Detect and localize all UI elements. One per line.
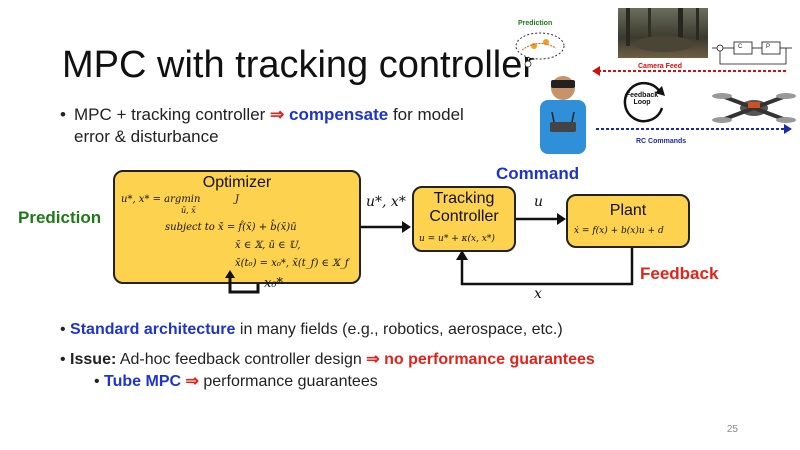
top-bullet-line2: error & disturbance xyxy=(74,127,219,146)
bullet-issue: • Issue: Ad-hoc feedback controller desi… xyxy=(60,350,595,370)
objective-sub: ū, x̄ xyxy=(181,206,196,215)
bullet-dot: • xyxy=(94,373,105,390)
optimizer-block: Optimizer u*, x* = argmin ū, x̄ J subjec… xyxy=(113,170,361,284)
feedback-loop-icon xyxy=(623,81,665,123)
tracking-equation: u = u* + κ(x, x*) xyxy=(419,234,495,244)
bullet-standard-architecture: • Standard architecture in many fields (… xyxy=(60,320,563,340)
bullet2-bold: Issue: xyxy=(70,351,117,368)
feedback-loop-line1: Feedback xyxy=(625,92,659,99)
top-bullet-prefix: MPC + tracking controller xyxy=(74,105,271,124)
optimizer-title: Optimizer xyxy=(202,174,272,191)
prediction-label: Prediction xyxy=(18,208,102,227)
tracking-title-line1: Tracking xyxy=(433,190,495,207)
implies-arrow: ⇒ xyxy=(185,373,199,390)
feedback-loop-label: Feedback Loop xyxy=(625,92,659,106)
slide-title: MPC with tracking controller xyxy=(62,44,536,86)
plant-equation: ẋ = f(x) + b(x)u + d xyxy=(574,226,664,236)
implies-arrow: ⇒ xyxy=(270,105,285,124)
tracking-title: Tracking Controller xyxy=(414,190,514,226)
optimizer-loop-arrow xyxy=(225,270,260,294)
feedback-label: Feedback xyxy=(640,264,719,283)
top-bullet: • MPC + tracking controller ⇒ compensate… xyxy=(60,104,500,148)
page-number: 25 xyxy=(726,424,738,435)
edge-label-input: u xyxy=(534,194,544,210)
constraint-sets: x̄ ∈ 𝕏, ū ∈ 𝕌, xyxy=(235,240,301,251)
top-bullet-highlight: compensate xyxy=(289,105,389,124)
trees-icon xyxy=(626,8,699,52)
inset-prediction-label: Prediction xyxy=(518,20,553,27)
tracking-controller-block: Tracking Controller u = u* + κ(x, x*) xyxy=(412,186,516,252)
feedback-loop-line2: Loop xyxy=(633,99,651,106)
edge-label-state: x xyxy=(534,286,542,302)
constraint-dynamics: subject to x̄̇ = f̂(x̄) + b̂(x̄)ū xyxy=(165,222,297,233)
bullet-dot: • xyxy=(60,351,71,368)
bullet1-rest: in many fields (e.g., robotics, aerospac… xyxy=(235,321,563,338)
bullet2-rest: Ad-hoc feedback controller design xyxy=(116,351,367,368)
rc-commands-label: RC Commands xyxy=(636,138,687,145)
tracking-title-line2: Controller xyxy=(429,208,499,225)
bullet-dot: • xyxy=(60,321,71,338)
camera-feed-label: Camera Feed xyxy=(638,63,682,70)
bullet1-bold: Standard architecture xyxy=(70,321,236,338)
bullet2-red: no performance guarantees xyxy=(384,351,595,368)
initial-state-label: x₀* xyxy=(264,276,284,291)
optimizer-objective: u*, x* = argmin xyxy=(121,194,200,205)
bullet3-rest: performance guarantees xyxy=(198,373,378,390)
thought-bubble-icon xyxy=(515,32,565,68)
plant-title: Plant xyxy=(609,202,647,219)
inset-panel: Prediction C P Camera Feed xyxy=(508,8,796,156)
edge-label-reference: u*, x* xyxy=(366,194,406,210)
camera-image xyxy=(618,8,708,58)
rc-commands-arrow xyxy=(596,124,792,134)
objective-rhs: J xyxy=(235,194,240,205)
edge-plant-tracking-feedback xyxy=(456,248,634,286)
objective-lhs: u*, x* = argmin xyxy=(121,194,201,205)
mini-block-p: P xyxy=(766,44,771,50)
edge-optimizer-tracking xyxy=(361,221,411,233)
edge-tracking-plant xyxy=(516,213,566,225)
constraint-boundary: x̄(t₀) = x₀*, x̄(t_f) ∈ 𝕏_f xyxy=(235,258,349,269)
command-label: Command xyxy=(496,164,580,183)
implies-arrow: ⇒ xyxy=(366,351,380,368)
pilot-person-icon xyxy=(540,76,586,154)
mini-block-c: C xyxy=(738,44,743,50)
mini-block-diagram xyxy=(712,41,792,65)
bullet-tube-mpc: • Tube MPC ⇒ performance guarantees xyxy=(94,372,378,392)
plant-block: Plant ẋ = f(x) + b(x)u + d xyxy=(566,194,690,248)
top-bullet-suffix: for model xyxy=(388,105,464,124)
bullet3-bold: Tube MPC xyxy=(104,373,182,390)
bullet-dot: • xyxy=(60,105,66,124)
camera-feed-arrow xyxy=(592,66,788,76)
drone-icon xyxy=(712,93,796,123)
